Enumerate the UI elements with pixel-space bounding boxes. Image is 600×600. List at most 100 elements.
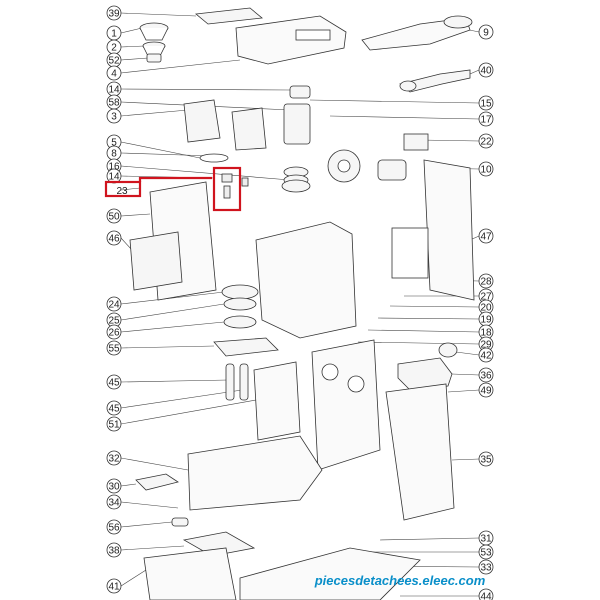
callout-label: 24 bbox=[108, 300, 120, 311]
callout-10: 10 bbox=[478, 161, 494, 177]
callout-label: 47 bbox=[480, 232, 492, 243]
callout-label: 39 bbox=[108, 9, 120, 20]
callout-label: 35 bbox=[480, 455, 492, 466]
leader-line bbox=[120, 237, 133, 251]
callout-circle bbox=[478, 367, 494, 383]
callout-9: 9 bbox=[478, 24, 494, 40]
leader-line bbox=[120, 399, 257, 425]
leader-line bbox=[309, 99, 480, 104]
callout-label: 55 bbox=[108, 344, 120, 355]
highlight-group bbox=[104, 166, 242, 212]
callout-label: 40 bbox=[480, 66, 492, 77]
leader-line bbox=[120, 213, 151, 217]
leader-line bbox=[120, 345, 215, 349]
callout-label: 25 bbox=[108, 316, 120, 327]
pump-part bbox=[289, 85, 311, 99]
side-cover-part bbox=[129, 231, 183, 291]
highlight-part-box bbox=[138, 176, 212, 182]
leader-line bbox=[367, 329, 480, 333]
callout-41: 41 bbox=[106, 578, 122, 594]
foot-part bbox=[171, 517, 189, 527]
callout-circle bbox=[106, 208, 122, 224]
leader-line bbox=[120, 109, 189, 117]
leader-line bbox=[377, 317, 480, 320]
callout-label: 27 bbox=[480, 292, 492, 303]
callout-53: 53 bbox=[478, 544, 494, 560]
callout-circle bbox=[478, 559, 494, 575]
leader-line bbox=[389, 305, 480, 308]
knob-part bbox=[438, 342, 458, 358]
water-tank-part bbox=[385, 383, 455, 521]
base-part bbox=[187, 435, 323, 511]
callout-label: 31 bbox=[480, 534, 492, 545]
callout-2: 2 bbox=[106, 39, 122, 55]
callout-52: 52 bbox=[106, 52, 122, 68]
leader-line bbox=[120, 569, 147, 587]
callout-label: 50 bbox=[108, 212, 120, 223]
parts-artwork bbox=[129, 7, 475, 600]
leader-line bbox=[447, 389, 480, 393]
watermark-text: piecesdetachees.eleec.com bbox=[314, 573, 486, 588]
callout-label: 32 bbox=[108, 454, 120, 465]
callout-circle bbox=[478, 273, 494, 289]
callout-14: 14 bbox=[106, 81, 122, 97]
callout-22: 22 bbox=[478, 133, 494, 149]
leader-line bbox=[120, 379, 229, 383]
callout-28: 28 bbox=[478, 273, 494, 289]
callout-32: 32 bbox=[106, 450, 122, 466]
measuring-spoon-part bbox=[399, 69, 471, 93]
callout-circle bbox=[478, 588, 494, 600]
callout-14: 14 bbox=[106, 168, 122, 184]
callout-circle bbox=[106, 478, 122, 494]
leader-line bbox=[120, 88, 291, 91]
callout-4: 4 bbox=[106, 65, 122, 81]
callout-17: 17 bbox=[478, 111, 494, 127]
callout-group: 3912524145835816142350462425265545455132… bbox=[106, 5, 494, 600]
callout-35: 35 bbox=[478, 451, 494, 467]
callout-46: 46 bbox=[106, 230, 122, 246]
callout-44: 44 bbox=[478, 588, 494, 600]
callout-circle bbox=[106, 340, 122, 356]
callout-label: 28 bbox=[480, 277, 492, 288]
callout-label: 34 bbox=[108, 498, 120, 509]
leader-line bbox=[329, 115, 480, 120]
callout-label: 52 bbox=[108, 56, 120, 67]
callout-label: 44 bbox=[480, 592, 492, 600]
leader-line bbox=[120, 59, 241, 74]
callout-56: 56 bbox=[106, 519, 122, 535]
callout-label: 19 bbox=[480, 315, 492, 326]
callout-circle bbox=[106, 5, 122, 21]
callout-58: 58 bbox=[106, 94, 122, 110]
callout-label: 49 bbox=[480, 386, 492, 397]
callout-49: 49 bbox=[478, 382, 494, 398]
callout-circle bbox=[478, 544, 494, 560]
leader-lines bbox=[120, 12, 480, 597]
callout-label: 16 bbox=[108, 162, 120, 173]
callout-label: 5 bbox=[111, 138, 117, 149]
callout-label: 15 bbox=[480, 99, 492, 110]
callout-circle bbox=[478, 451, 494, 467]
callout-label: 22 bbox=[480, 137, 492, 148]
callout-circle bbox=[478, 347, 494, 363]
callout-label: 58 bbox=[108, 98, 120, 109]
leader-line bbox=[120, 321, 225, 333]
side-panel-part bbox=[423, 159, 475, 301]
callout-1: 1 bbox=[106, 25, 122, 41]
callout-circle bbox=[478, 95, 494, 111]
leader-line bbox=[120, 521, 173, 528]
callout-45: 45 bbox=[106, 374, 122, 390]
callout-circle bbox=[106, 324, 122, 340]
leader-line bbox=[120, 483, 137, 487]
callout-circle bbox=[478, 133, 494, 149]
tank-lid-part bbox=[397, 357, 453, 391]
callout-26: 26 bbox=[106, 324, 122, 340]
callout-label: 46 bbox=[108, 234, 120, 245]
leader-line bbox=[120, 389, 243, 409]
callout-label: 14 bbox=[108, 85, 120, 96]
leader-line bbox=[120, 303, 225, 321]
callout-label: 42 bbox=[480, 351, 492, 362]
callout-15: 15 bbox=[478, 95, 494, 111]
leader-line bbox=[120, 187, 141, 191]
gasket-ring-part bbox=[221, 284, 259, 300]
